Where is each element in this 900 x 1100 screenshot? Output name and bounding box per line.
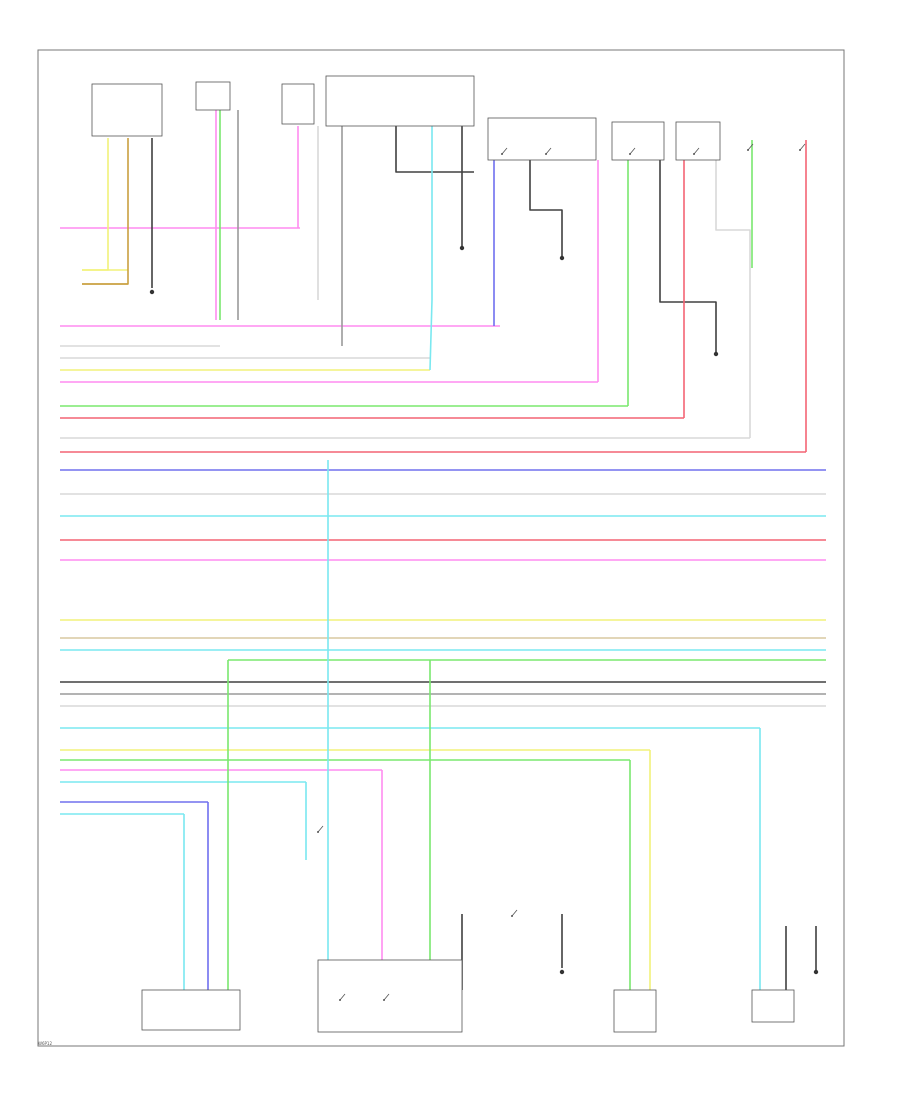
selector-switch — [195, 81, 231, 111]
ignition-contact-2 — [383, 993, 390, 1001]
brake-switch-contact-pivot — [511, 915, 513, 917]
clutch-switch-contact-pivot — [317, 831, 319, 833]
ground-point-6 — [813, 969, 819, 975]
clutch-switch-contact-blade — [317, 825, 324, 833]
clutch-switch-contact — [317, 825, 324, 833]
ecm-relay — [611, 121, 665, 161]
transmission-control-module — [613, 989, 657, 1033]
component-layer — [91, 75, 819, 1033]
door-switch-right-contact-pivot — [747, 149, 749, 151]
neutral-relay-coil-blade — [545, 147, 552, 155]
brake-module — [141, 989, 241, 1031]
starter-relay-contact-blade — [693, 147, 700, 155]
ground-point-3 — [559, 255, 565, 261]
ecm-relay-contact — [629, 147, 636, 155]
door-switch-rear-contact-pivot — [799, 149, 801, 151]
door-switch-rear-contact-blade — [799, 143, 806, 151]
ignition-contact-2-blade — [383, 993, 390, 1001]
ecm-relay-contact-pivot — [629, 153, 631, 155]
ground-point-2 — [459, 245, 465, 251]
ground-point-4 — [713, 351, 719, 357]
neutral-relay-contact — [501, 147, 508, 155]
neutral-relay-coil-pivot — [545, 153, 547, 155]
neutral-relay — [487, 117, 597, 161]
left-front-door-switch — [281, 83, 315, 125]
ignition-contact-1 — [339, 993, 346, 1001]
door-switch-right-contact — [747, 143, 754, 151]
transmission-range-switch — [91, 83, 163, 137]
ignition-contact-1-pivot — [339, 999, 341, 1001]
door-switch-rear-contact — [799, 143, 806, 151]
ground-point-5 — [559, 969, 565, 975]
route-wire-11 — [429, 126, 433, 371]
neutral-relay-contact-blade — [501, 147, 508, 155]
neutral-relay-contact-pivot — [501, 153, 503, 155]
route-wire-17 — [659, 130, 717, 352]
starter-relay-contact — [693, 147, 700, 155]
brake-switch-contact-blade — [511, 909, 518, 917]
starter-relay — [675, 121, 721, 161]
diagram-frame — [37, 49, 845, 1047]
route-wire-19 — [715, 160, 751, 438]
body-control-module — [325, 75, 475, 127]
ignition-contact-1-blade — [339, 993, 346, 1001]
page-code: W6P12 — [38, 1041, 53, 1046]
ecm-relay-contact-blade — [629, 147, 636, 155]
route-wire-2 — [82, 138, 129, 285]
door-switch-right-contact-blade — [747, 143, 754, 151]
position-light-switch — [751, 989, 795, 1023]
route-wire-1 — [82, 138, 109, 271]
ignition-contact-2-pivot — [383, 999, 385, 1001]
ignition-switch — [317, 959, 463, 1033]
starter-relay-contact-pivot — [693, 153, 695, 155]
route-wire-10 — [395, 126, 474, 173]
ground-point-1 — [149, 289, 155, 295]
wire-layer — [60, 110, 826, 990]
route-wire-14 — [529, 160, 563, 256]
neutral-relay-coil — [545, 147, 552, 155]
brake-switch-contact — [511, 909, 518, 917]
